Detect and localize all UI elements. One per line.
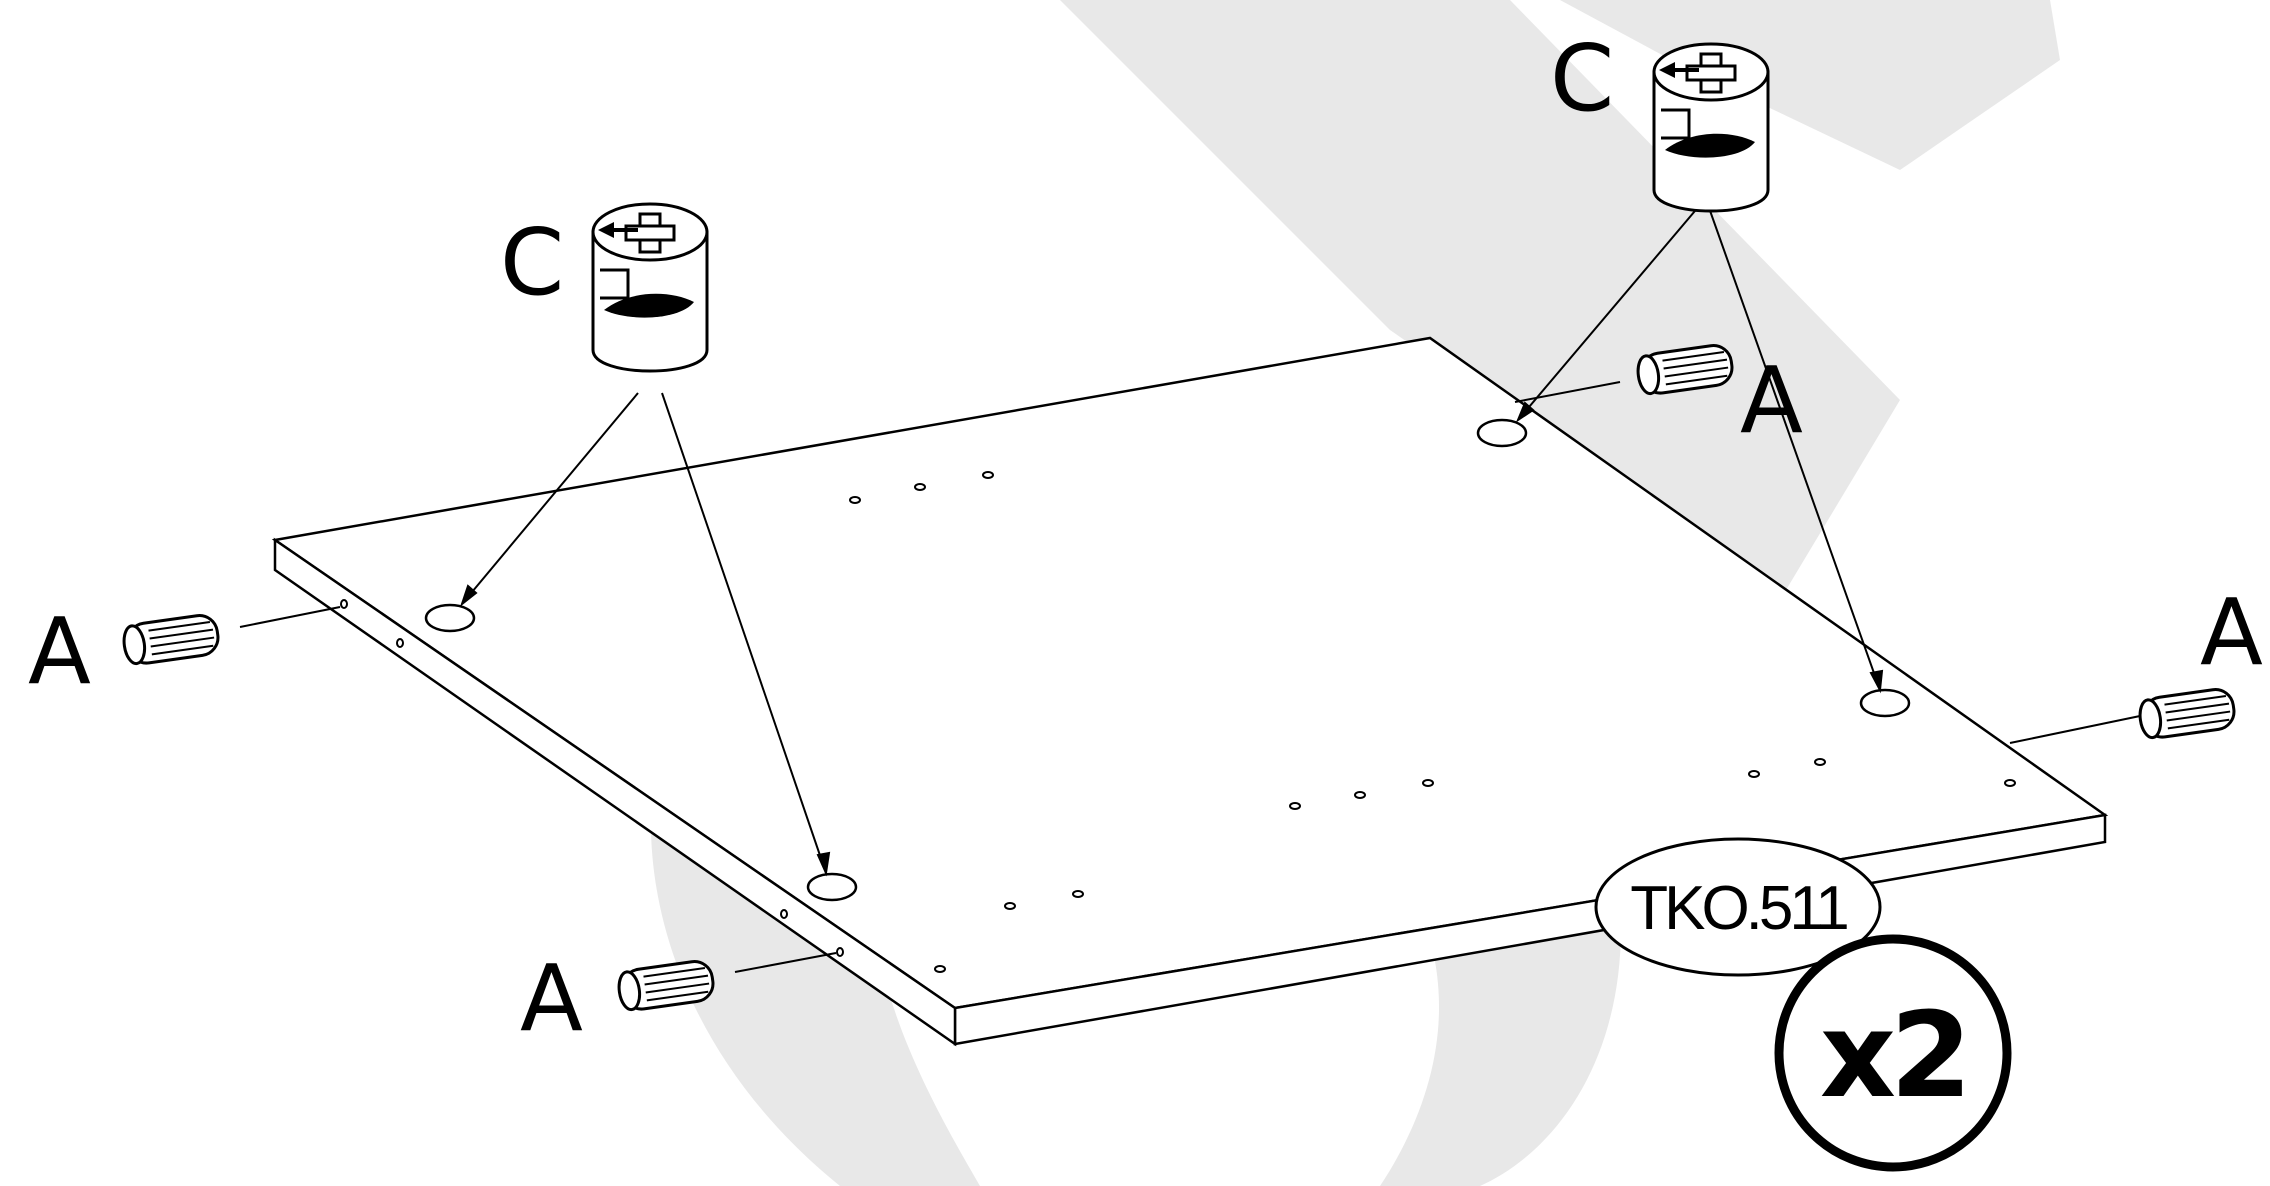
dowel-top-right [1636,344,1734,396]
part-code-oval [1594,837,1882,977]
dowel-bottom-left [617,960,715,1012]
quantity-label: x2 [1820,986,1966,1124]
cam-holes [424,418,1911,902]
label-c-left: C [500,209,564,316]
dowel-right [2138,688,2236,740]
cam-lock-left [591,202,709,373]
label-a-top-right: A [1740,347,1803,454]
assembly-arrows [239,204,2141,973]
label-c-right: C [1550,25,1614,132]
cam-lock-right [1652,42,1770,213]
quantity-badge [1774,934,2012,1172]
dowel-left [122,614,220,666]
panel-holes [340,471,2016,973]
label-a-left: A [28,598,91,705]
part-code-label: TKO.511 [1630,874,1847,943]
label-a-right: A [2200,579,2263,686]
label-a-bottom-left: A [520,945,583,1052]
